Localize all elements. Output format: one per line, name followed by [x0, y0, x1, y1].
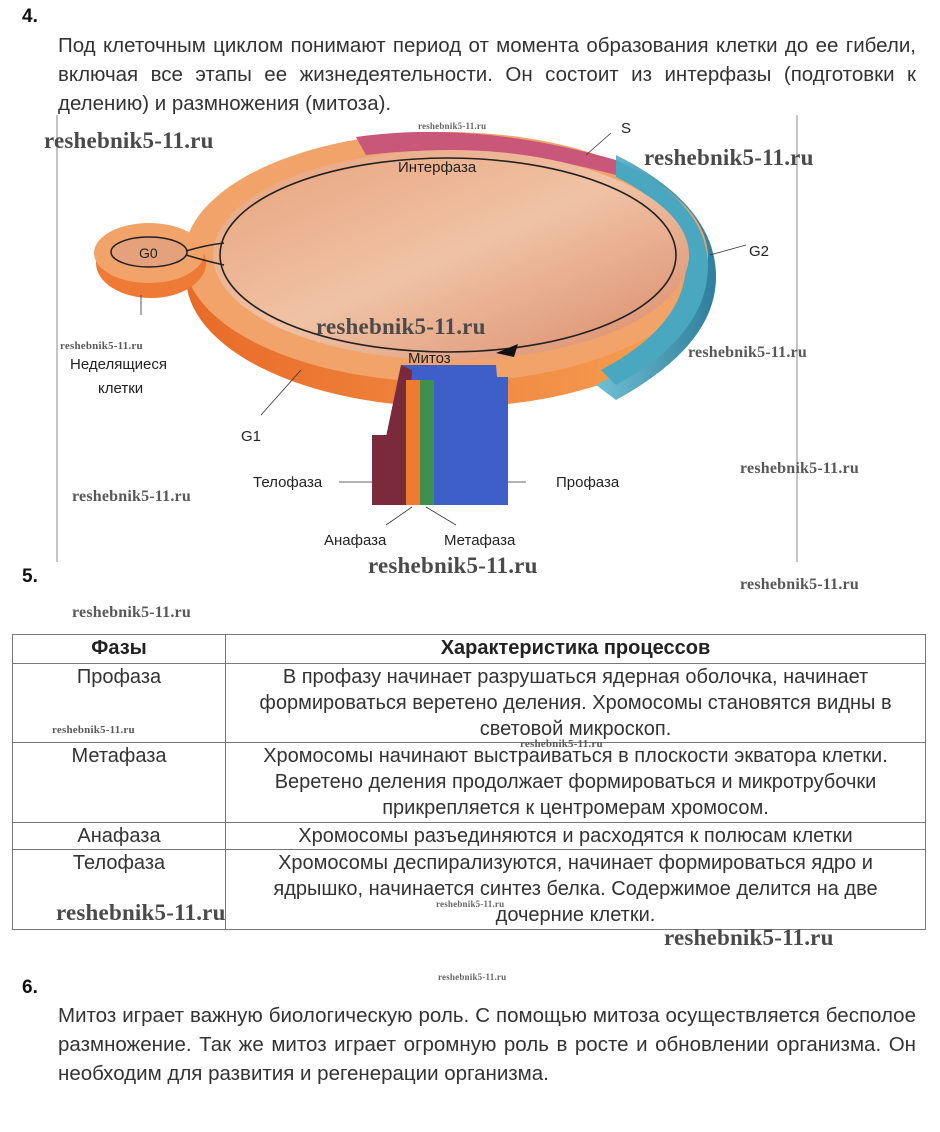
table-row: Телофаза Хромосомы деспирализуются, начи… — [12, 849, 926, 930]
anaphase-band — [406, 380, 420, 505]
watermark: reshebnik5-11.ru — [52, 724, 135, 736]
phase-description: Хромосомы деспирализуются, начинает форм… — [225, 849, 926, 930]
phase-name: Анафаза — [12, 822, 226, 850]
cycle-arrow — [496, 344, 518, 357]
task-6-text: Митоз играет важную биологическую роль. … — [58, 1004, 916, 1085]
table-row: Профаза В профазу начинает разрушаться я… — [12, 663, 926, 743]
table-row: Метафаза Хромосомы начинают выстраиватьс… — [12, 742, 926, 823]
task-6-number: 6. — [22, 977, 38, 998]
phase-name: Метафаза — [12, 742, 226, 823]
watermark: reshebnik5-11.ru — [316, 314, 486, 339]
nondividing-label-1: Неделящиеся — [70, 356, 167, 373]
phase-description: Хромосомы разъединяются и расходятся к п… — [225, 822, 926, 850]
watermark: reshebnik5-11.ru — [436, 899, 505, 909]
g2-label: G2 — [749, 243, 769, 260]
telophase-block — [372, 435, 406, 505]
phase-name: Профаза — [12, 663, 226, 743]
prophase-band — [434, 377, 508, 505]
header-phases: Фазы — [12, 634, 226, 664]
task-4-text: Под клеточным циклом понимают период от … — [58, 34, 916, 115]
g1-label: G1 — [241, 428, 261, 445]
g0-label: G0 — [139, 245, 158, 261]
ring-s-segment — [356, 131, 676, 205]
interphase-label: Интерфаза — [398, 159, 477, 176]
watermark: reshebnik5-11.ru — [688, 344, 807, 361]
phase-description: Хромосомы начинают выстраиваться в плоск… — [225, 742, 926, 823]
phases-table: Фазы Характеристика процессов Профаза В … — [12, 634, 926, 930]
table-row: Анафаза Хромосомы разъединяются и расход… — [12, 822, 926, 850]
header-characteristics: Характеристика процессов — [225, 634, 926, 664]
watermark: reshebnik5-11.ru — [740, 576, 859, 593]
inner-basin — [213, 150, 689, 360]
watermark: reshebnik5-11.ru — [520, 738, 603, 750]
watermark: reshebnik5-11.ru — [438, 972, 507, 982]
cell-cycle-diagram: Интерфаза Митоз G0 S G2 G1 Неделящиеся к… — [56, 115, 798, 562]
metaphase-label: Метафаза — [444, 532, 516, 549]
watermark: reshebnik5-11.ru — [368, 553, 538, 578]
phase-description: В профазу начинает разрушаться ядерная о… — [225, 663, 926, 743]
watermark: reshebnik5-11.ru — [664, 925, 834, 950]
prophase-label: Профаза — [556, 474, 620, 491]
ring-g2-segment — [601, 160, 708, 385]
table-header-row: Фазы Характеристика процессов — [12, 634, 926, 664]
task-5-number: 5. — [22, 566, 38, 587]
watermark: reshebnik5-11.ru — [60, 340, 143, 352]
watermark: reshebnik5-11.ru — [740, 460, 859, 477]
task-4-number: 4. — [22, 6, 38, 27]
watermark: reshebnik5-11.ru — [44, 128, 214, 153]
watermark: reshebnik5-11.ru — [72, 604, 191, 621]
s-label: S — [621, 120, 631, 137]
phase-name: Телофаза — [12, 849, 226, 930]
nondividing-label-2: клетки — [98, 380, 143, 397]
watermark: reshebnik5-11.ru — [72, 488, 191, 505]
metaphase-band — [420, 380, 434, 505]
watermark: reshebnik5-11.ru — [418, 121, 487, 131]
telophase-label: Телофаза — [253, 474, 323, 491]
anaphase-label: Анафаза — [324, 532, 387, 549]
watermark: reshebnik5-11.ru — [56, 900, 226, 925]
watermark: reshebnik5-11.ru — [644, 145, 814, 170]
mitosis-label: Митоз — [408, 350, 451, 367]
